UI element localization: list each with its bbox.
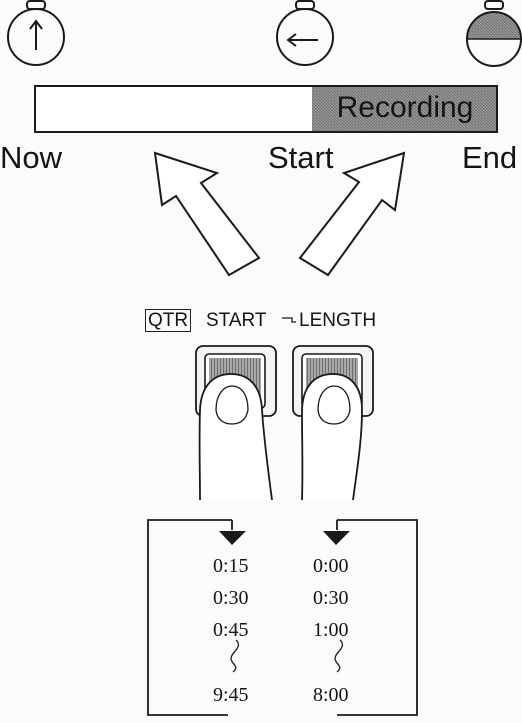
length-key-label: LENGTH bbox=[299, 311, 376, 331]
start-value: 0:45 bbox=[213, 620, 249, 640]
values-bracket bbox=[148, 520, 417, 715]
start-key-label: START bbox=[206, 311, 267, 331]
length-value: 1:00 bbox=[313, 620, 349, 640]
start-column-pointer bbox=[219, 531, 246, 545]
ellipsis-squiggle bbox=[335, 640, 343, 672]
start-value: 0:15 bbox=[213, 556, 249, 576]
qtr-label: QTR bbox=[145, 309, 191, 332]
stopwatch-left-icon bbox=[277, 1, 333, 65]
now-label: Now bbox=[0, 142, 62, 173]
length-column-pointer bbox=[323, 531, 350, 545]
stopwatch-filled-icon bbox=[467, 1, 521, 66]
length-value: 0:00 bbox=[313, 556, 349, 576]
stopwatch-up-icon bbox=[8, 1, 64, 65]
end-label: End bbox=[462, 142, 517, 173]
start-label: Start bbox=[268, 142, 333, 173]
finger-right bbox=[302, 374, 362, 500]
recording-label: Recording bbox=[318, 91, 492, 125]
ellipsis-squiggle bbox=[231, 640, 239, 672]
length-value: 8:00 bbox=[313, 685, 349, 705]
length-value: 0:30 bbox=[313, 588, 349, 608]
label-connector bbox=[282, 318, 296, 322]
arrow-up-left-icon bbox=[155, 153, 259, 275]
start-value: 0:30 bbox=[213, 588, 249, 608]
start-value: 9:45 bbox=[213, 685, 249, 705]
